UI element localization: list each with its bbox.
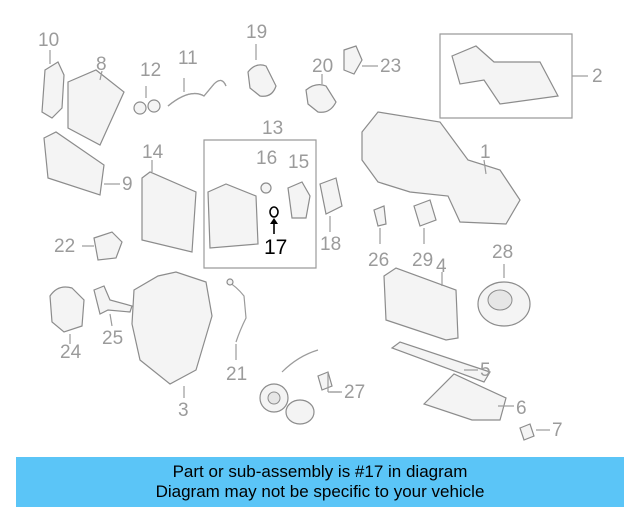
part-1-heater-unit bbox=[361, 111, 521, 225]
part-9-core bbox=[43, 131, 105, 196]
part-15-valve bbox=[287, 181, 311, 219]
callout-16: 16 bbox=[256, 148, 277, 169]
part-2-duct bbox=[451, 45, 559, 105]
callout-9: 9 bbox=[122, 174, 133, 195]
part-10-bracket bbox=[41, 61, 65, 119]
callout-14: 14 bbox=[142, 142, 164, 163]
part-29-resistor bbox=[413, 199, 437, 227]
callout-6: 6 bbox=[516, 398, 527, 419]
part-4-filter bbox=[383, 267, 459, 341]
callout-29: 29 bbox=[412, 250, 433, 271]
callout-5: 5 bbox=[480, 360, 491, 381]
part-25-actuator bbox=[93, 285, 133, 315]
part-27-link bbox=[281, 349, 319, 373]
caption-line-2: Diagram may not be specific to your vehi… bbox=[155, 482, 485, 501]
callout-13: 13 bbox=[262, 118, 283, 139]
callout-25: 25 bbox=[102, 328, 123, 349]
callout-19: 19 bbox=[246, 22, 267, 43]
part-5-seal bbox=[390, 341, 491, 383]
callout-26: 26 bbox=[368, 250, 389, 271]
part-7-fastener bbox=[519, 423, 535, 441]
part-6-tray bbox=[422, 373, 507, 421]
part-19-gasket bbox=[247, 64, 277, 97]
part-17-oring bbox=[269, 206, 279, 218]
part-14-evaporator bbox=[141, 171, 197, 253]
part-20-gasket bbox=[305, 84, 337, 113]
part-21-wire bbox=[227, 281, 247, 343]
callout-10: 10 bbox=[38, 30, 59, 51]
callout-15: 15 bbox=[288, 152, 309, 173]
callout-21: 21 bbox=[226, 364, 247, 385]
parts-diagram: 10 8 9 12 11 19 20 23 2 1 13 14 16 15 bbox=[38, 22, 603, 441]
part-26-bolt bbox=[373, 205, 387, 227]
caption-line-1: Part or sub-assembly is #17 in diagram bbox=[172, 462, 468, 481]
callout-22: 22 bbox=[54, 236, 75, 257]
part-16-oring bbox=[260, 182, 272, 194]
callout-3: 3 bbox=[178, 400, 189, 421]
callout-18: 18 bbox=[320, 234, 341, 255]
callout-23: 23 bbox=[380, 56, 401, 77]
part-13-core bbox=[207, 183, 259, 249]
callout-24: 24 bbox=[60, 342, 82, 363]
part-23-bracket bbox=[343, 45, 363, 75]
callout-17: 17 bbox=[264, 236, 287, 259]
callout-8: 8 bbox=[96, 54, 107, 75]
callout-20: 20 bbox=[312, 56, 333, 77]
part-8-core bbox=[67, 69, 125, 146]
callout-27: 27 bbox=[344, 382, 365, 403]
part-18-cover bbox=[319, 177, 343, 215]
callout-28: 28 bbox=[492, 242, 513, 263]
part-22-sensor bbox=[93, 231, 123, 261]
callout-7: 7 bbox=[552, 420, 563, 441]
part-3-housing bbox=[131, 271, 213, 385]
callout-2: 2 bbox=[592, 66, 603, 87]
caption-bar: Part or sub-assembly is #17 in diagram D… bbox=[16, 457, 624, 507]
callout-11: 11 bbox=[178, 48, 198, 69]
callout-1: 1 bbox=[480, 142, 491, 163]
callout-4: 4 bbox=[436, 256, 447, 277]
part-24-motor bbox=[49, 286, 85, 333]
callout-12: 12 bbox=[140, 60, 161, 81]
